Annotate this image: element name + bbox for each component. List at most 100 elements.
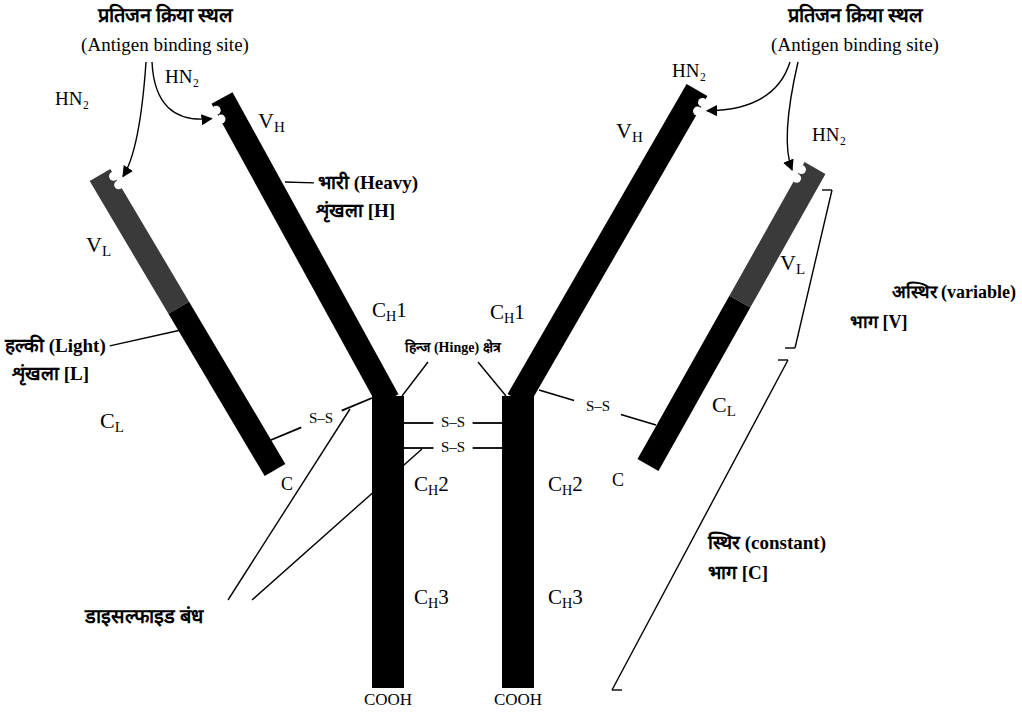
region-bracket xyxy=(778,359,788,360)
binding-notch xyxy=(114,180,123,189)
text-part: V xyxy=(258,108,274,133)
text-part: V xyxy=(86,232,102,257)
text-part: 3 xyxy=(438,585,449,609)
carboxy-terminus: COOH xyxy=(494,690,542,710)
chain-name: हल्की (Light) xyxy=(5,335,106,357)
domain-label: VL xyxy=(780,250,805,279)
site-title-hindi: प्रतिजन क्रिया स्थल xyxy=(98,4,233,27)
heavy-chain-stem xyxy=(502,396,534,688)
domain-label: CL xyxy=(100,408,124,437)
region-bracket xyxy=(612,689,622,690)
site-title-hindi: प्रतिजन क्रिया स्थल xyxy=(788,4,923,27)
text-part: L xyxy=(796,261,805,277)
text-part: C xyxy=(548,472,562,496)
disulfide-bond xyxy=(271,427,301,440)
heavy-chain-stem xyxy=(372,396,404,688)
region-bracket xyxy=(822,189,832,190)
text-part: H xyxy=(504,310,514,326)
bond-label: S–S xyxy=(307,410,335,427)
binding-notch xyxy=(792,174,801,183)
domain-label: VL xyxy=(86,232,111,261)
disulfide-bond xyxy=(342,398,372,411)
text-part: L xyxy=(727,403,736,419)
domain-label: CH1 xyxy=(490,300,525,327)
site-title-english: (Antigen binding site) xyxy=(771,34,939,56)
chain-leader xyxy=(285,181,314,183)
binding-site-arrow xyxy=(787,62,798,170)
site-title-english: (Antigen binding site) xyxy=(81,34,249,56)
text-part: 2 xyxy=(438,472,449,496)
text-part: H xyxy=(428,482,438,498)
binding-site-arrow xyxy=(152,62,212,119)
binding-notch xyxy=(698,98,707,107)
text-part: 3 xyxy=(572,585,583,609)
text-part: C xyxy=(100,408,115,433)
binding-notch xyxy=(797,165,806,174)
domain-label: CH3 xyxy=(414,585,449,612)
binding-site-arrow xyxy=(707,62,790,111)
chain-name: भारी (Heavy) xyxy=(318,172,418,194)
text-part: V xyxy=(616,118,632,143)
text-part: H xyxy=(274,119,285,135)
disulfide-leader xyxy=(252,449,422,600)
region-name: स्थिर (constant) xyxy=(708,532,826,554)
chain-leader xyxy=(110,330,181,346)
chain-name: शृंखला [L] xyxy=(12,363,89,385)
text-part: V xyxy=(780,250,796,275)
disulfide-leader xyxy=(228,409,350,600)
text-part: 2 xyxy=(572,472,583,496)
domain-label: CH2 xyxy=(414,472,449,499)
region-bracket xyxy=(785,347,795,348)
text-part: C xyxy=(414,585,428,609)
region-name: भाग [C] xyxy=(708,562,768,584)
bond-label: S–S xyxy=(439,439,467,456)
hinge-pointer xyxy=(402,362,428,396)
disulfide-bond xyxy=(473,447,502,449)
leader-lines xyxy=(110,62,832,690)
binding-notch xyxy=(693,107,702,116)
text-part: C xyxy=(490,300,504,324)
amino-terminus: HN₂ xyxy=(165,66,199,88)
text-part: L xyxy=(102,243,111,259)
heavy-chain-arm xyxy=(222,98,388,400)
text-part: 1 xyxy=(396,298,407,322)
carboxy-end: C xyxy=(612,470,624,491)
domain-label: CH3 xyxy=(548,585,583,612)
region-bracket xyxy=(612,360,788,690)
disulfide-bond xyxy=(404,447,433,449)
text-part: 1 xyxy=(514,300,525,324)
domain-label: VH xyxy=(616,118,643,147)
light-chain-variable xyxy=(100,175,179,308)
region-bracket xyxy=(795,190,832,348)
amino-terminus: HN₂ xyxy=(672,60,706,82)
text-part: H xyxy=(428,595,438,611)
domain-label: CH2 xyxy=(548,472,583,499)
binding-notch xyxy=(109,172,118,181)
binding-site-arrow xyxy=(123,62,146,176)
disulfide-bond xyxy=(539,390,574,401)
bond-name: डाइसल्फाइड बंध xyxy=(85,605,203,628)
binding-notch xyxy=(217,115,226,124)
amino-terminus: HN₂ xyxy=(55,88,89,110)
text-part: C xyxy=(372,298,386,322)
bond-label: S–S xyxy=(439,414,467,431)
disulfide-bond xyxy=(621,415,656,426)
heavy-chain-arm xyxy=(518,90,697,400)
region-name: अस्थिर (variable) xyxy=(892,282,1016,303)
bond-label: S–S xyxy=(584,398,612,415)
binding-notch xyxy=(212,106,221,115)
text-part: H xyxy=(632,129,643,145)
text-part: C xyxy=(414,472,428,496)
light-chain-constant xyxy=(648,302,740,465)
text-part: C xyxy=(712,392,727,417)
text-part: H xyxy=(386,308,396,324)
chain-name: शृंखला [H] xyxy=(316,200,395,222)
domain-label: VH xyxy=(258,108,285,137)
region-name: भाग [V] xyxy=(850,312,908,333)
chains xyxy=(100,90,815,688)
hinge-label: हिन्ज (Hinge) क्षेत्र xyxy=(405,340,500,356)
disulfide-bond xyxy=(473,422,502,424)
domain-label: CL xyxy=(712,392,736,421)
